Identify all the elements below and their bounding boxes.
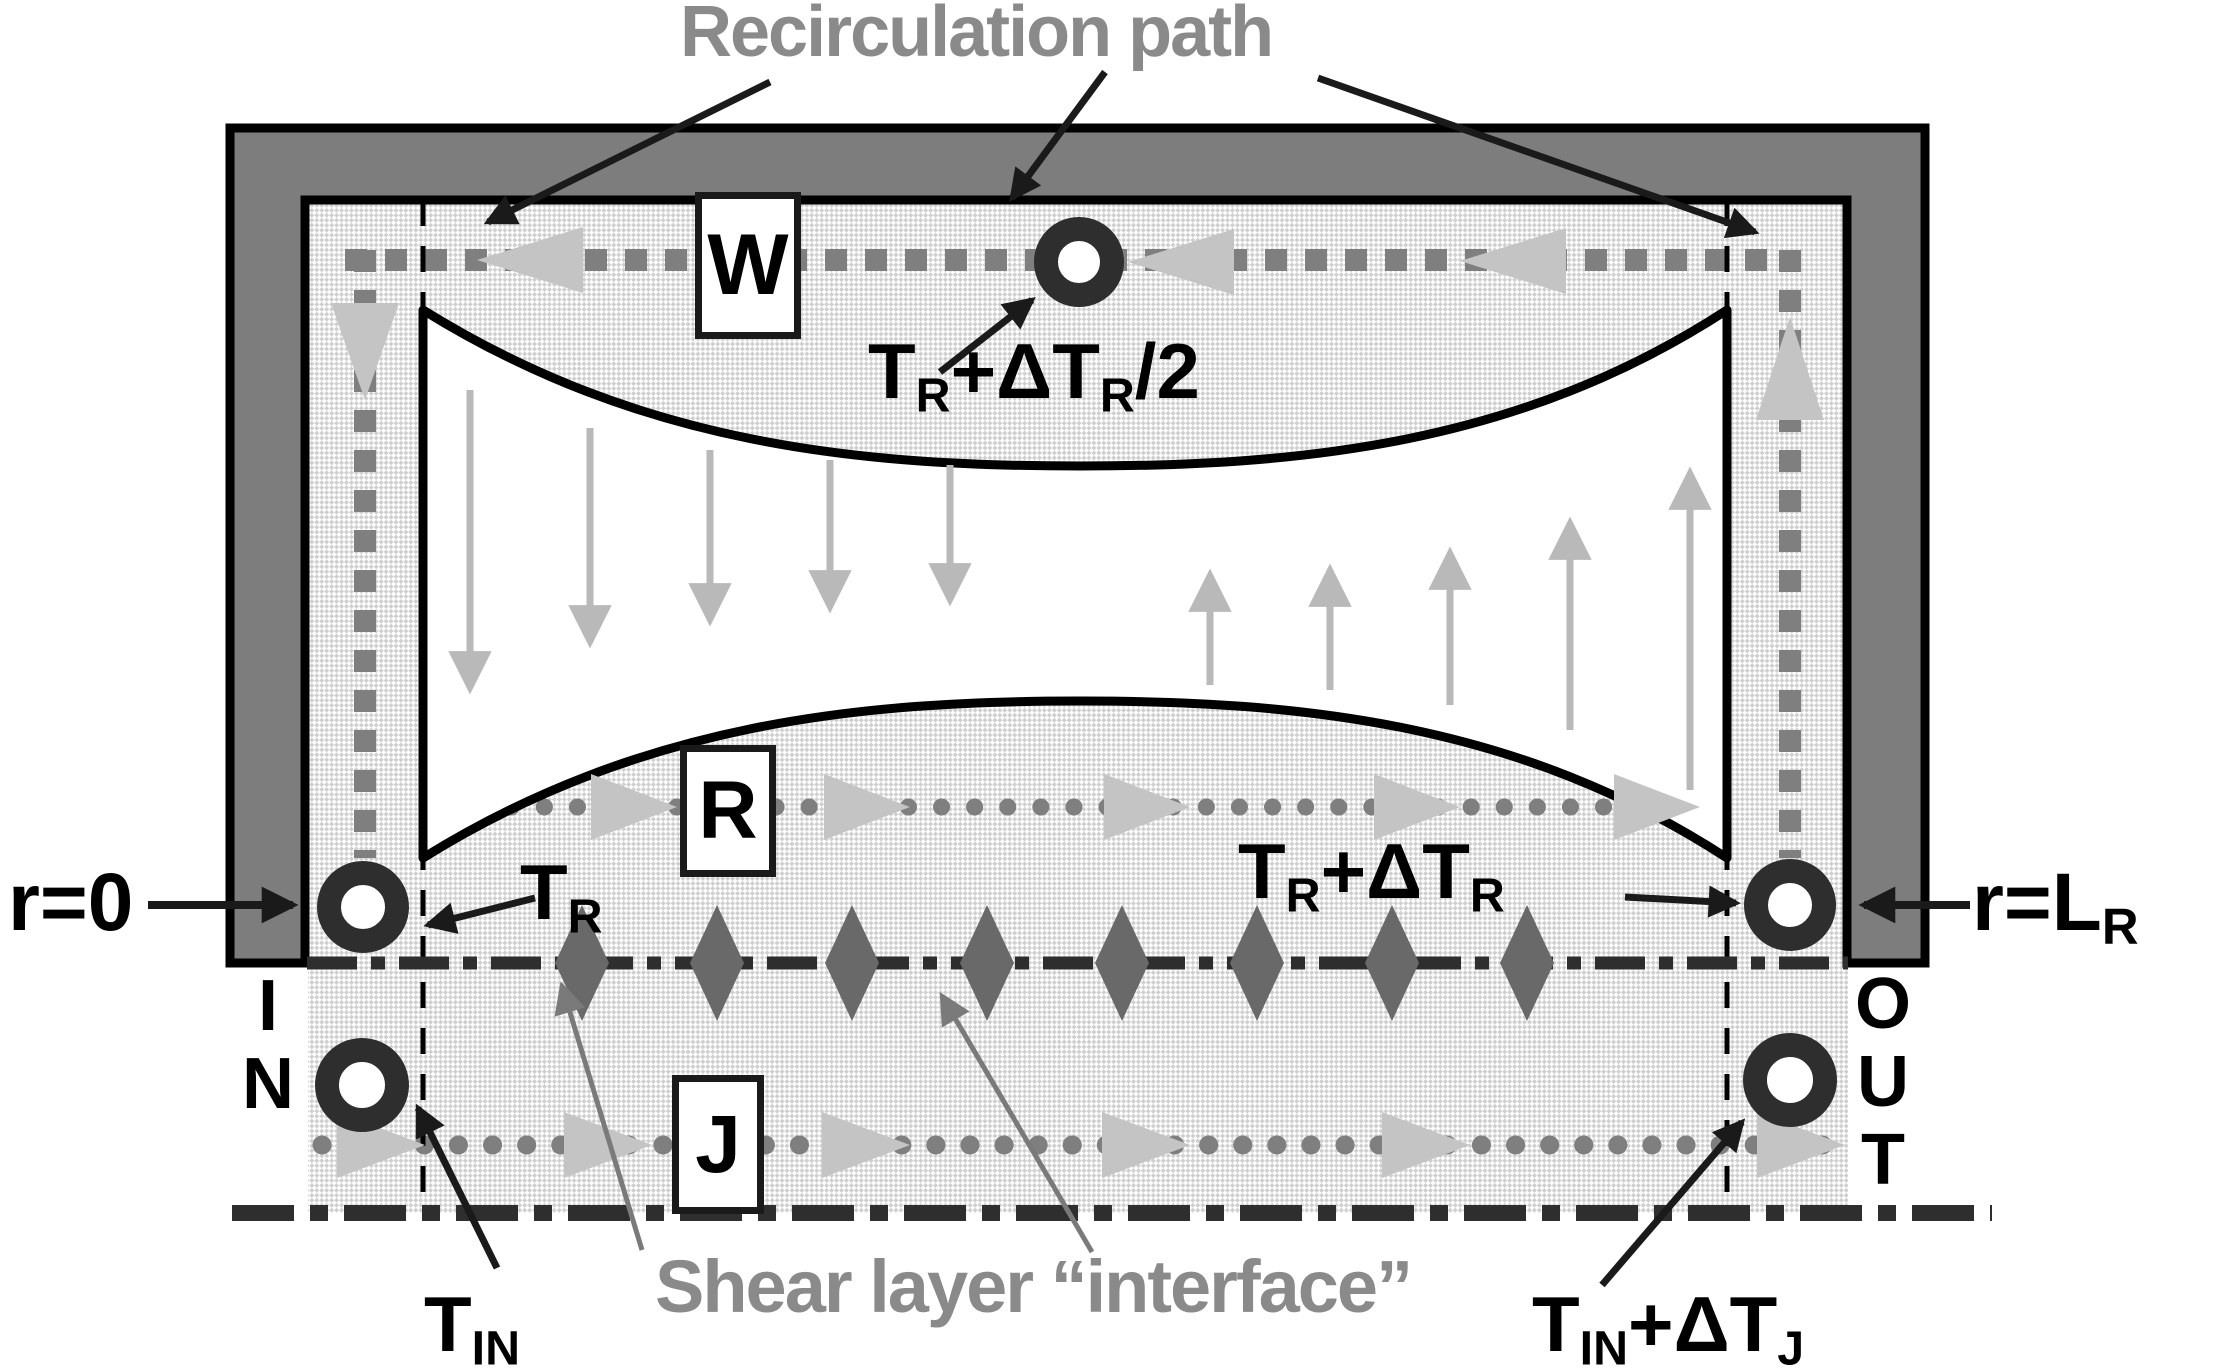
combustor-wall [225, 123, 1930, 968]
r-zero-label: r=0 [8, 857, 134, 948]
temp-label-tin-dtj: TIN+ΔTJ [1532, 1280, 1805, 1371]
station-dashed-lines [420, 200, 1730, 1210]
temp-label-tr-dtr: TR+ΔTR [1238, 827, 1505, 923]
recirc-right-marker [1744, 859, 1836, 951]
interface-exchange-diamonds [555, 905, 1554, 1021]
recirculation-region-label: R [698, 765, 758, 856]
entrainment-arrow-icons [448, 390, 1712, 790]
title-pointer-middle [1009, 69, 1108, 202]
jet-region-box: J [672, 1075, 764, 1214]
recirc-top-marker [1034, 217, 1124, 307]
jet-inlet-marker [315, 1038, 409, 1132]
r-lr-label: r=LR [1972, 857, 2139, 956]
thermocouple-markers [315, 217, 1837, 1132]
diagram-title: Recirculation path [680, 0, 1274, 72]
inlet-label: I N [242, 966, 294, 1124]
tr-half-pointer [937, 297, 1036, 375]
tindtj-pointer [1599, 1118, 1746, 1288]
temp-label-tr-half: TR+ΔTR/2 [868, 327, 1200, 423]
wall-jet-region-box: W [695, 192, 801, 339]
outlet-label: O U T [1854, 964, 1911, 1200]
black-pointer-arrows [148, 69, 1970, 1288]
title-pointer-right [1316, 74, 1760, 239]
recirculation-region-box: R [680, 745, 776, 877]
title-pointer-left [483, 78, 772, 226]
tr-pointer [423, 894, 536, 934]
jet-region-label: J [695, 1098, 741, 1190]
temp-label-tin: TIN [424, 1280, 521, 1371]
core-flow-band [418, 305, 1732, 863]
recirculation-stream-arrowhead-icons [591, 774, 1700, 840]
jet-stipple-region [308, 963, 1848, 1213]
recirculation-flow-arrowhead-icons [331, 227, 1824, 420]
temp-label-tr: TR [520, 848, 603, 944]
jet-outlet-marker [1743, 1033, 1837, 1127]
wall-jet-region-label: W [707, 217, 789, 313]
shear-layer-pointer-arrows [554, 981, 1095, 1254]
tin-pointer [414, 1103, 501, 1270]
trdtr-pointer [1624, 885, 1741, 918]
recirc-left-marker [317, 861, 409, 953]
shear-layer-label: Shear layer “interface” [655, 1245, 1413, 1328]
